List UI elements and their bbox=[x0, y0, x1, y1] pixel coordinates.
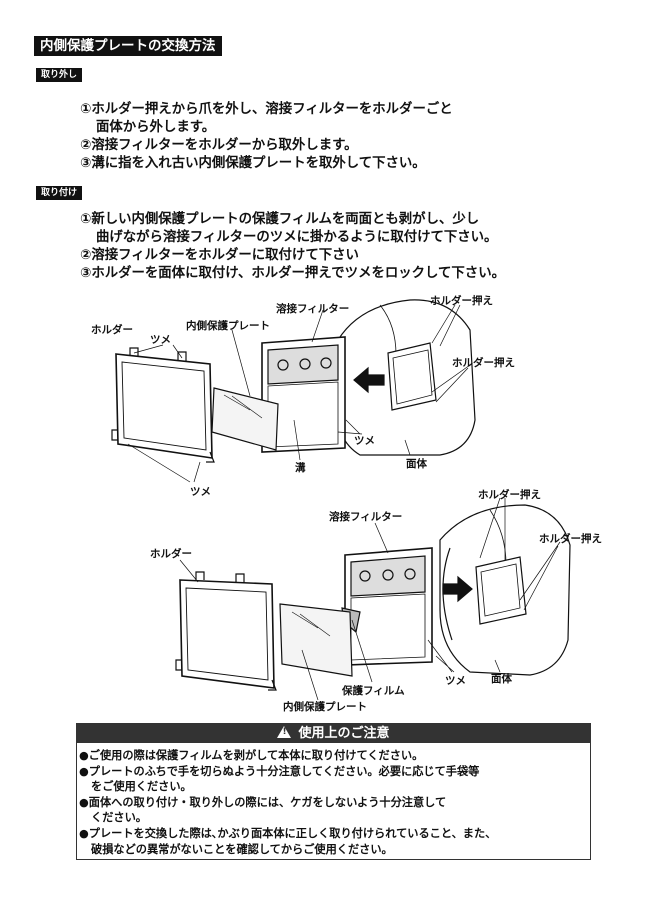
removal-step-3: ③溝に指を入れ古い内側保護プレートを取外して下さい。 bbox=[80, 156, 426, 171]
fig1-filter-label: 溶接フィルター bbox=[276, 302, 349, 315]
caution-box: 使用上のご注意 ●ご使用の際は保護フィルムを剥がして本体に取り付けてください。 … bbox=[76, 723, 591, 860]
install-step-3: ③ホルダーを面体に取付け、ホルダー押えでツメをロックして下さい。 bbox=[80, 266, 505, 281]
fig1-claw-mid-label: ツメ bbox=[354, 435, 375, 447]
fig2-claw-label: ツメ bbox=[445, 675, 466, 687]
fig2-holder-press-label-1: ホルダー押え bbox=[478, 488, 541, 501]
fig2-film-label: 保護フィルム bbox=[341, 684, 405, 697]
fig1-shell-label: 面体 bbox=[406, 457, 427, 470]
caution-item-cont: ください。 bbox=[91, 811, 147, 825]
fig2-shell-label: 面体 bbox=[491, 672, 512, 685]
removal-step-1-cont: 面体から外します。 bbox=[96, 120, 216, 135]
caution-list: ●ご使用の際は保護フィルムを剥がして本体に取り付けてください。 ●プレートのふち… bbox=[77, 743, 590, 857]
insert-arrow-icon bbox=[442, 575, 473, 603]
removal-steps: ①ホルダー押えから爪を外し、溶接フィルターをホルダーごと 面体から外します。 ②… bbox=[80, 101, 453, 173]
fig1-inner-plate-label: 内側保護プレート bbox=[186, 319, 270, 332]
install-steps: ①新しい内側保護プレートの保護フィルムを両面とも剥がし、少し 曲げながら溶接フィ… bbox=[80, 211, 505, 283]
fig1-groove-label: 溝 bbox=[295, 461, 306, 474]
fig2-holder-press-label-2: ホルダー押え bbox=[539, 532, 602, 545]
section-tag-removal: 取り外し bbox=[36, 68, 83, 82]
inner-plate-shape bbox=[211, 387, 279, 451]
warning-triangle-icon bbox=[277, 726, 292, 738]
caution-item-cont: をご使用ください。 bbox=[91, 780, 192, 794]
insert-arrow-icon bbox=[353, 366, 385, 394]
removal-step-1: ①ホルダー押えから爪を外し、溶接フィルターをホルダーごと bbox=[80, 102, 453, 117]
fig1-holder-press-label-1: ホルダー押え bbox=[430, 294, 493, 307]
holder-press-shape bbox=[387, 342, 437, 411]
caution-item: ●ご使用の際は保護フィルムを剥がして本体に取り付けてください。 bbox=[79, 749, 424, 762]
install-step-2: ②溶接フィルターをホルダーに取付けて下さい bbox=[80, 248, 359, 263]
install-step-1-cont: 曲げながら溶接フィルターのツメに掛かるように取付けて下さい。 bbox=[96, 230, 498, 245]
fig1-claw-top-label: ツメ bbox=[150, 334, 171, 346]
fig1-holder-label: ホルダー bbox=[91, 323, 133, 336]
fig1-claw-bottom-label: ツメ bbox=[190, 486, 211, 498]
fig2-filter-label: 溶接フィルター bbox=[329, 510, 402, 523]
fig2-inner-plate-label: 内側保護プレート bbox=[283, 700, 367, 713]
caution-item: ●面体への取り付け・取り外しの際には、ケガをしないよう十分注意して bbox=[79, 795, 447, 809]
caution-item-cont: 破損などの異常がないことを確認してからご使用ください。 bbox=[91, 842, 393, 856]
caution-item: ●プレートを交換した際は､かぶり面本体に正しく取り付けられていること、また、 bbox=[79, 826, 497, 840]
fig1-holder-press-label-2: ホルダー押え bbox=[452, 356, 515, 369]
caution-item: ●プレートのふちで手を切らぬよう十分注意してください。必要に応じて手袋等 bbox=[79, 764, 480, 778]
fig2-holder-label: ホルダー bbox=[150, 547, 192, 560]
removal-step-2: ②溶接フィルターをホルダーから取外します。 bbox=[80, 138, 358, 153]
install-step-1: ①新しい内側保護プレートの保護フィルムを両面とも剥がし、少し bbox=[80, 212, 480, 227]
section-tag-install: 取り付け bbox=[36, 186, 83, 200]
page-title: 内側保護プレートの交換方法 bbox=[34, 36, 222, 56]
caution-heading: 使用上のご注意 bbox=[77, 724, 590, 743]
